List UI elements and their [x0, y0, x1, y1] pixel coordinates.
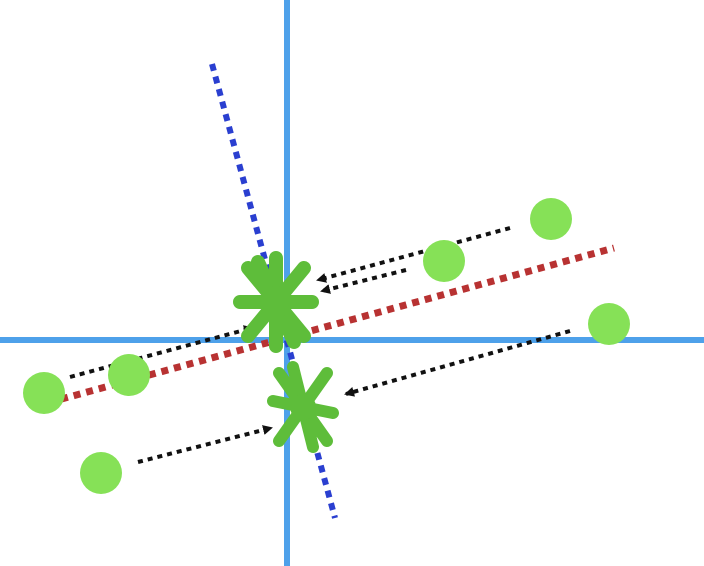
- projection-marker: [233, 251, 319, 353]
- projection-arrow: [69, 325, 254, 379]
- projection-marker: [267, 361, 339, 453]
- projection-arrow: [344, 329, 571, 397]
- data-point: [530, 198, 572, 240]
- principal-direction-line: [35, 244, 615, 410]
- data-point: [588, 303, 630, 345]
- data-point: [423, 240, 465, 282]
- projection-arrow: [316, 226, 511, 283]
- data-point: [80, 452, 122, 494]
- data-point: [23, 372, 65, 414]
- projection-arrow: [320, 268, 407, 294]
- projection-arrow: [137, 425, 273, 464]
- data-point: [108, 354, 150, 396]
